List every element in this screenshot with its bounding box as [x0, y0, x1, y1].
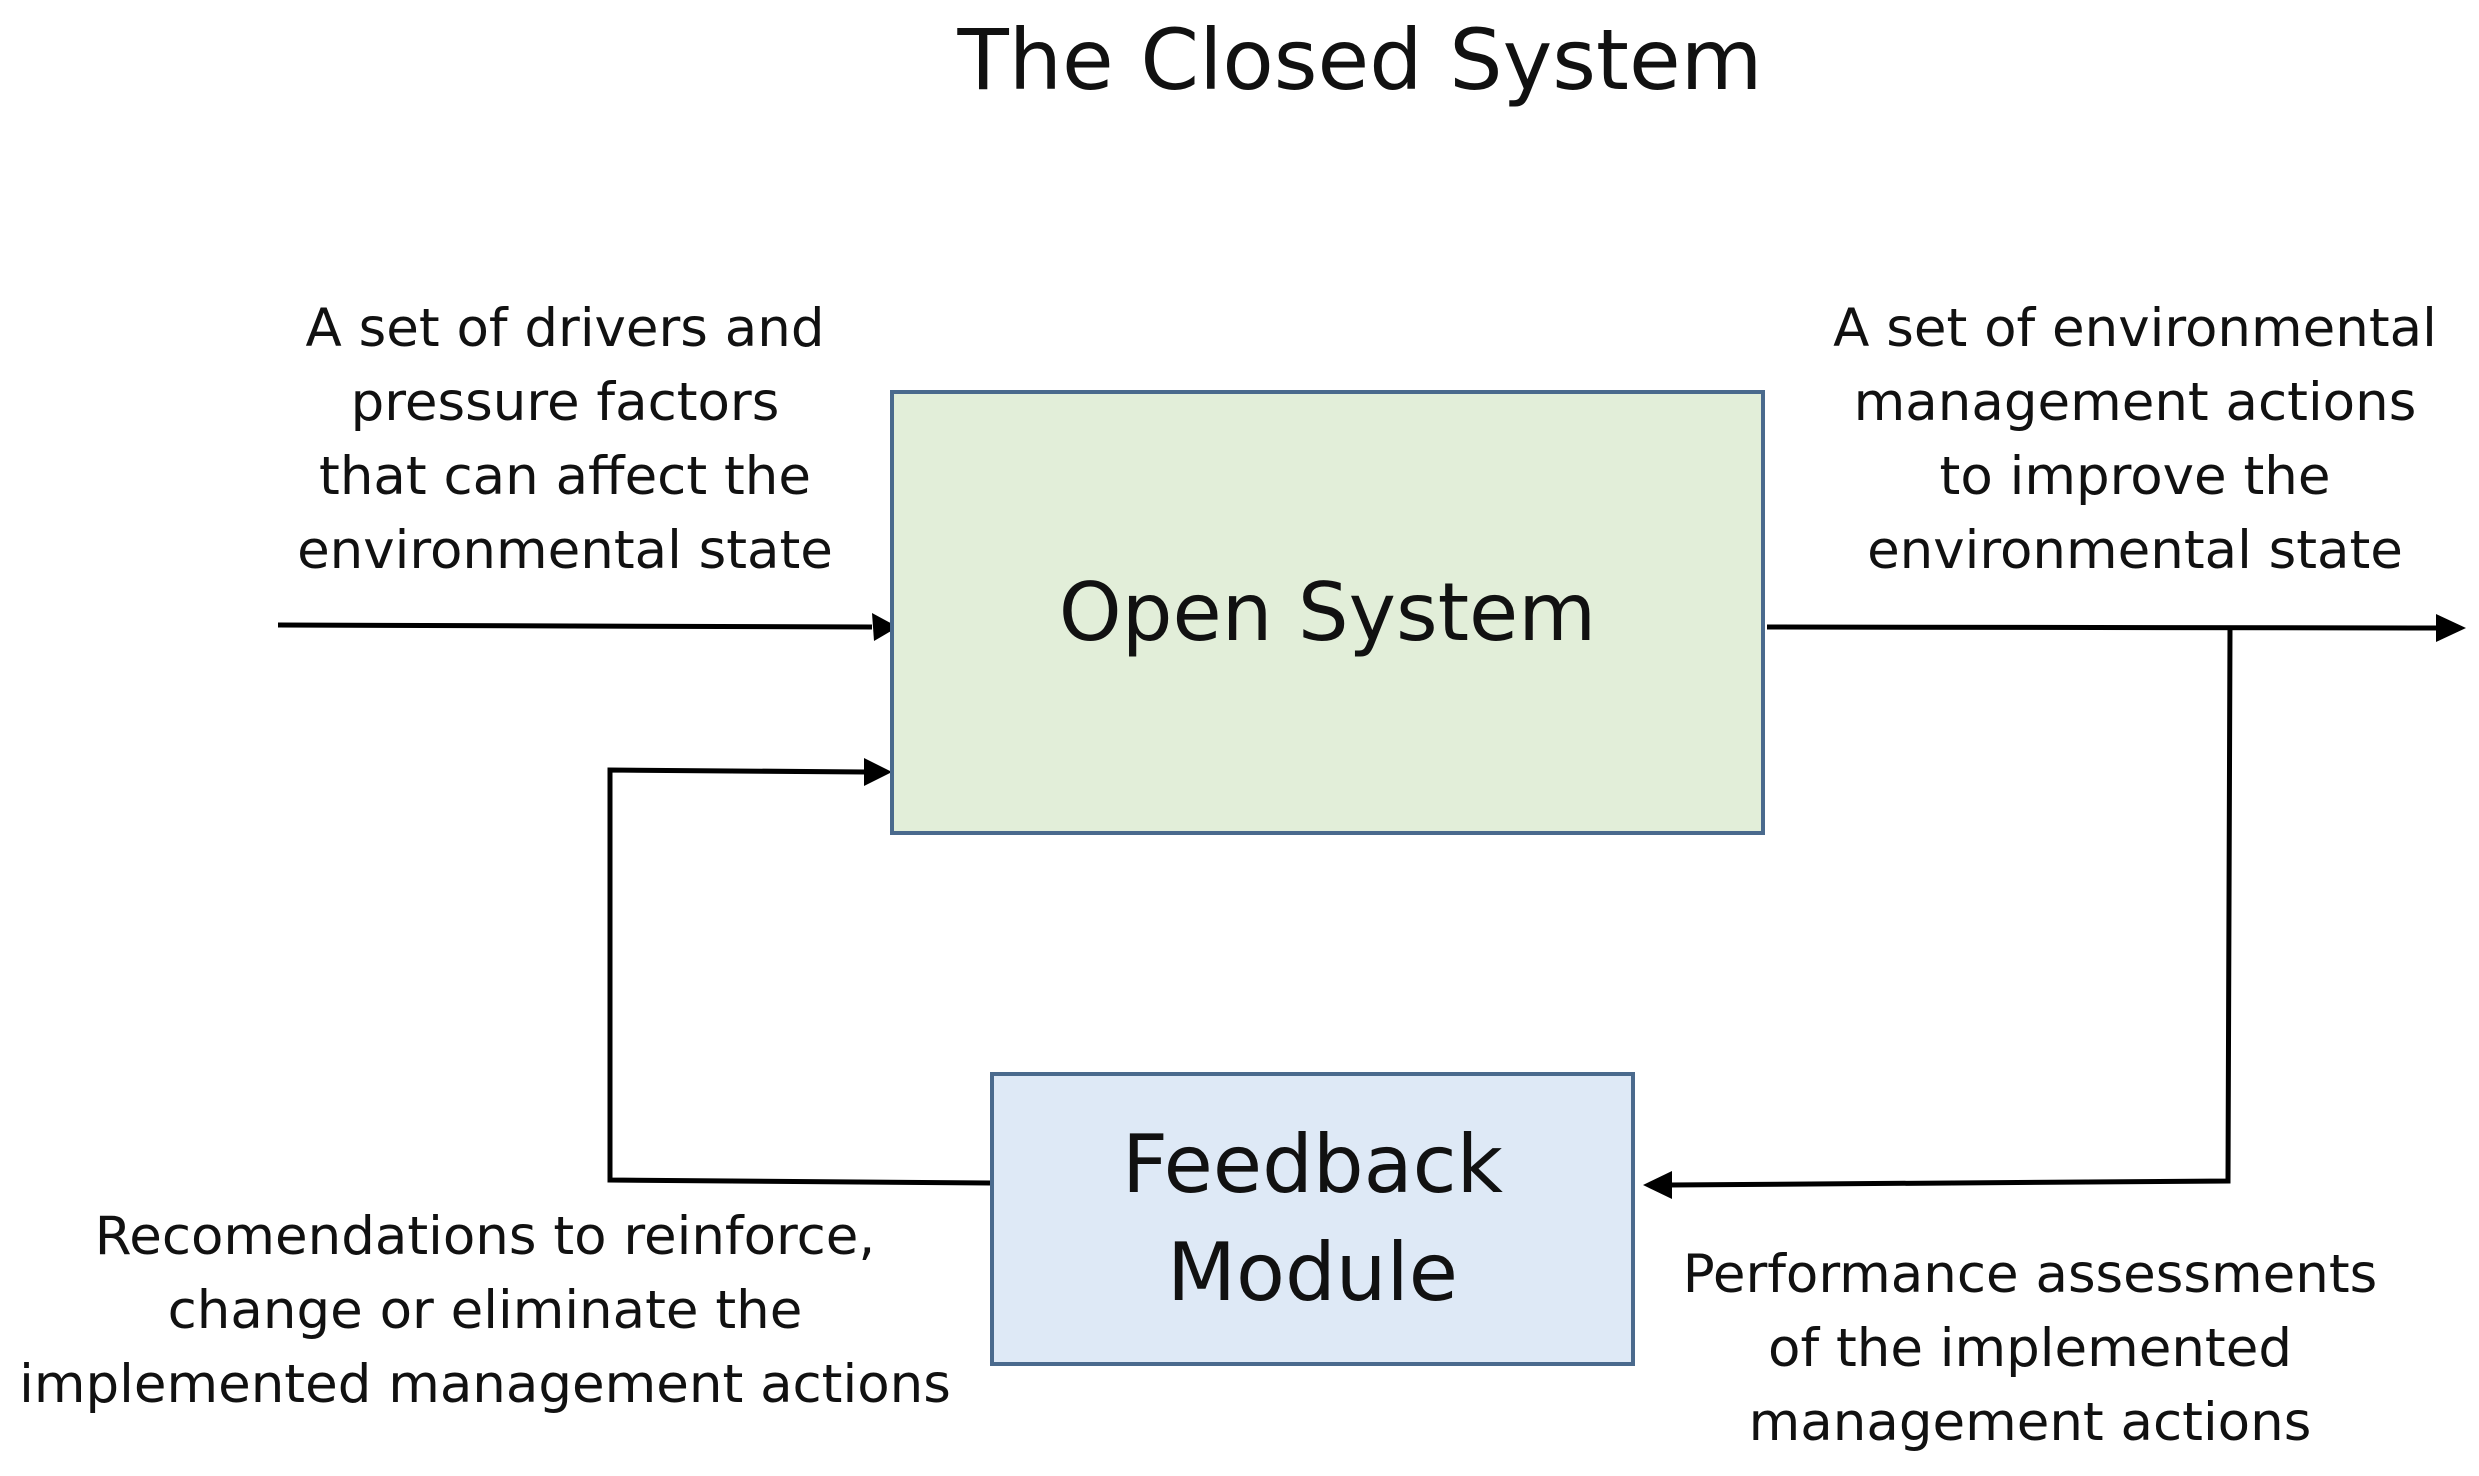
performance-label: Performance assessments of the implement… — [1682, 1244, 2378, 1453]
feedback-module-label: Feedback Module — [1122, 1118, 1503, 1319]
recommendations-label: Recomendations to reinforce, change or e… — [19, 1206, 951, 1415]
performance-path — [1669, 627, 2233, 1188]
performance-arrowhead — [1643, 1171, 1672, 1199]
diagram-title: The Closed System — [957, 11, 1763, 109]
feedback-module-box: Feedback Module — [990, 1072, 1635, 1366]
open-system-label: Open System — [1058, 565, 1597, 659]
input-arrow — [277, 622, 873, 630]
output-arrow — [1766, 624, 2441, 631]
recommendations-path — [607, 767, 991, 1186]
open-system-box: Open System — [890, 390, 1765, 835]
recommendations-arrowhead — [864, 758, 892, 786]
output-arrowhead — [2436, 614, 2466, 642]
outputs-label: A set of environmental management action… — [1833, 298, 2437, 581]
inputs-label: A set of drivers and pressure factors th… — [297, 298, 833, 581]
input-arrowhead — [872, 613, 898, 641]
